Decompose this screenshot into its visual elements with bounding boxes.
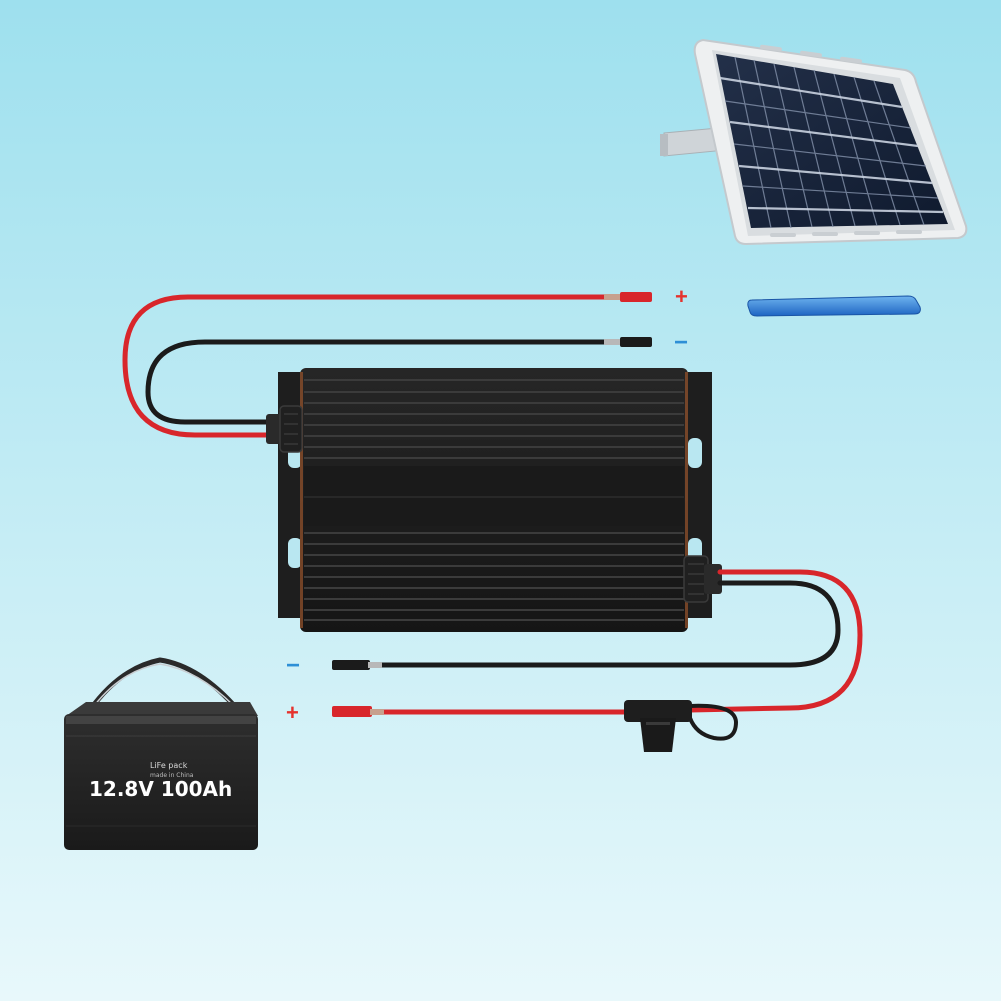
- battery-body: [64, 714, 258, 850]
- panel-negative-terminal: [604, 337, 652, 347]
- panel-connector-plate: [747, 295, 921, 317]
- inline-fuse-holder: [624, 700, 692, 752]
- battery-negative-terminal: [332, 660, 382, 670]
- battery-positive-sign: +: [286, 700, 299, 725]
- panel-positive-terminal: [604, 292, 652, 302]
- panel-wires: [122, 294, 609, 438]
- input-cable-gland: [266, 405, 303, 453]
- battery-small-label-2: made in China: [150, 772, 194, 779]
- panel-positive-sign: +: [675, 284, 688, 309]
- battery-positive-terminal: [332, 706, 384, 717]
- charge-controller: [266, 368, 722, 632]
- battery-wires: [367, 569, 863, 741]
- battery-label: 12.8V 100Ah: [89, 777, 232, 801]
- battery: LiFe pack made in China 12.8V 100Ah: [64, 657, 258, 850]
- solar-panel: [660, 38, 968, 246]
- battery-negative-sign: −: [286, 652, 300, 679]
- panel-negative-sign: −: [674, 329, 688, 356]
- battery-small-label: LiFe pack: [150, 761, 188, 770]
- output-cable-gland: [683, 555, 722, 603]
